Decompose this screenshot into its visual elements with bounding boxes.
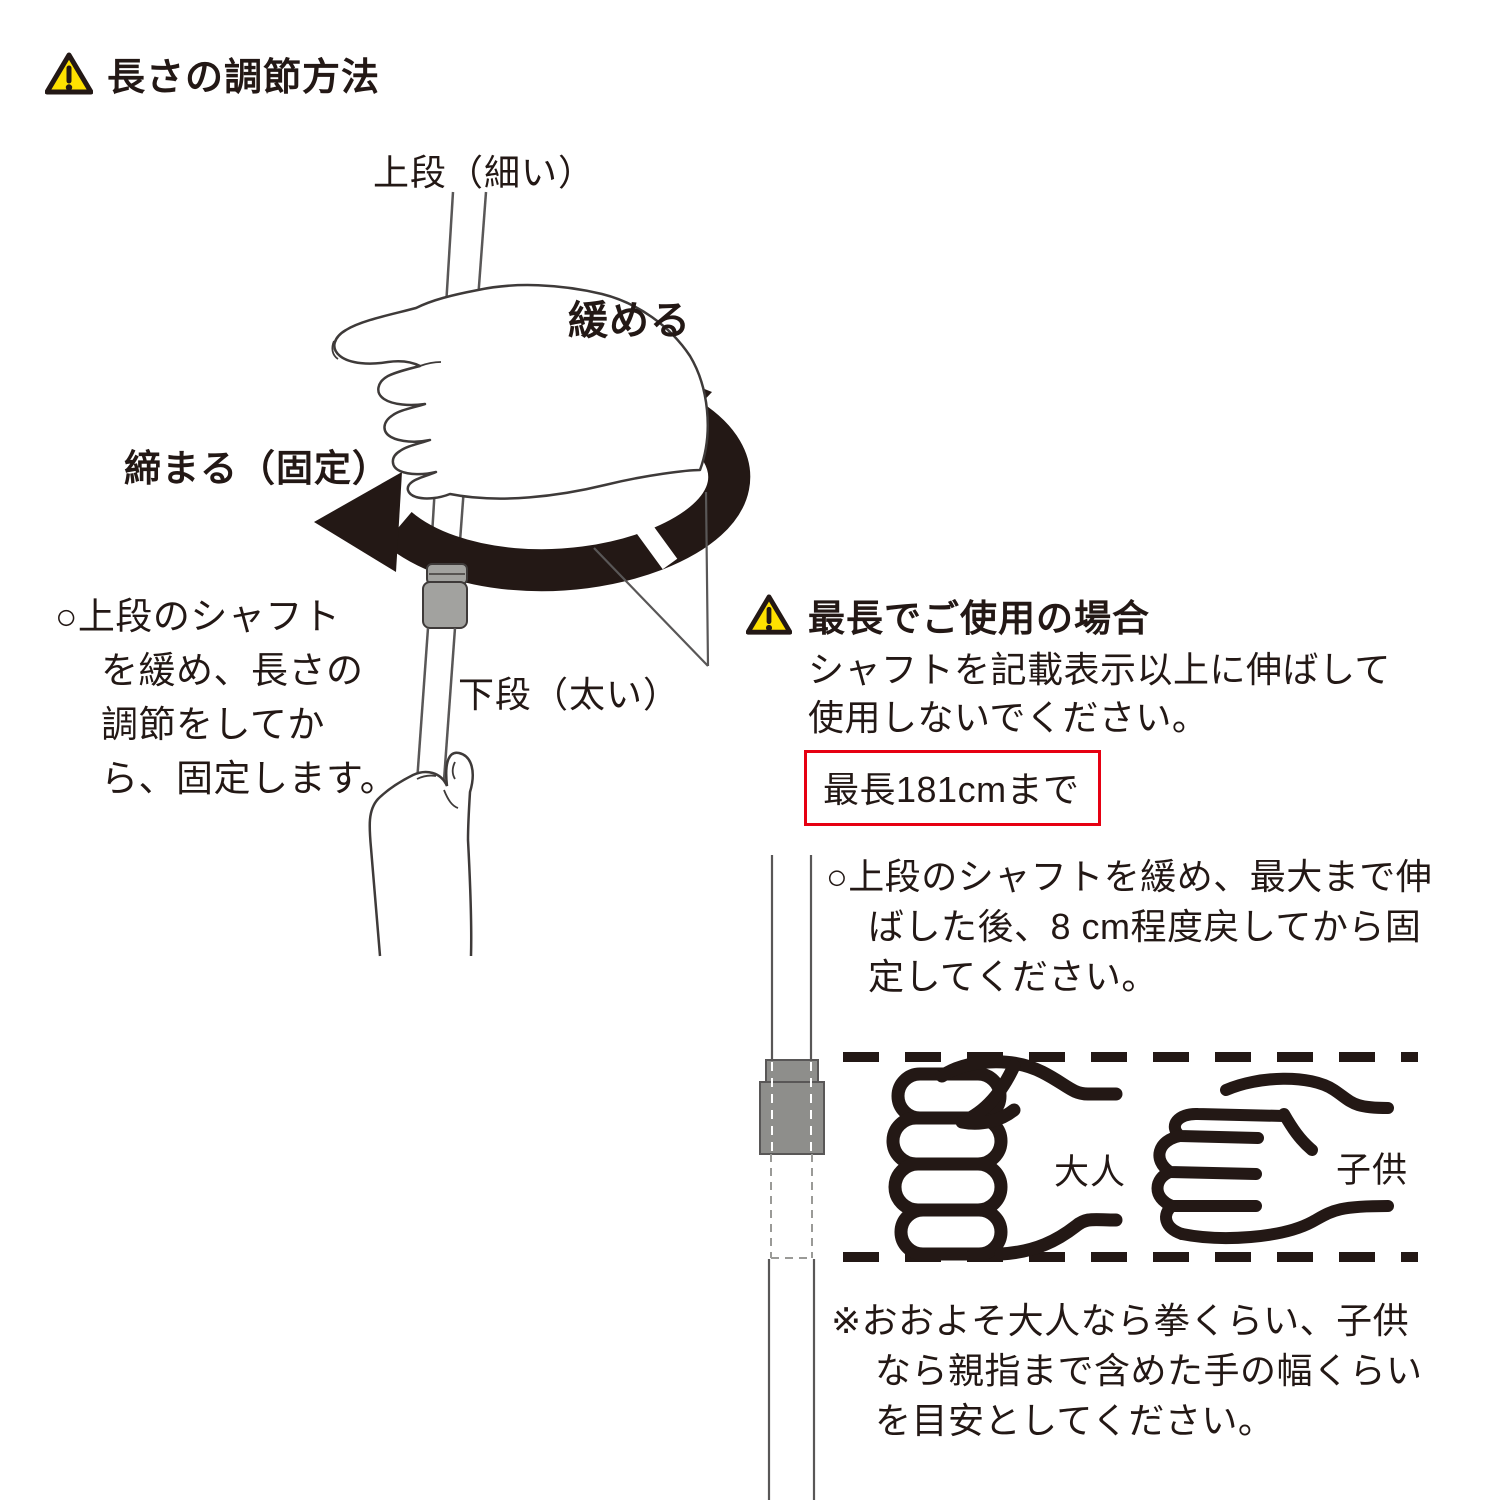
adjust-note-line: ら、固定します。	[101, 758, 398, 799]
page-title-row: 長さの調節方法	[45, 46, 380, 101]
adjust-note-line: ○上段のシャフト	[55, 596, 341, 637]
loosen-label: 緩める	[568, 299, 691, 343]
warning-icon	[746, 594, 792, 635]
hidden-shaft-dashed	[770, 1154, 813, 1259]
hand-width-note-line: ※おおよそ大人なら拳くらい、子供	[831, 1300, 1410, 1341]
extend-instruction: ○上段のシャフトを緩め、最大まで伸 ばした後、8 cm程度戻してから固 定してく…	[826, 852, 1432, 1002]
max-length-heading: 最長でご使用の場合	[808, 598, 1150, 639]
hand-width-note-line: なら親指まで含めた手の幅くらい	[875, 1350, 1423, 1391]
max-length-badge: 最長181cmまで	[804, 750, 1101, 826]
upper-shaft-label: 上段（細い）	[373, 152, 596, 193]
extend-instruction-line: ○上段のシャフトを緩め、最大まで伸	[826, 856, 1433, 897]
adjust-note-line: を緩め、長さの	[101, 650, 364, 691]
page-title: 長さの調節方法	[107, 57, 381, 99]
adult-label: 大人	[1054, 1153, 1127, 1192]
tighten-label: 締まる（固定）	[124, 448, 390, 489]
warning-icon	[45, 52, 93, 94]
max-length-body: シャフトを記載表示以上に伸ばして 使用しないでください。	[808, 646, 1391, 742]
adjust-note: ○上段のシャフト を緩め、長さの 調節をしてか ら、固定します。	[55, 590, 397, 806]
extend-instruction-line: 定してください。	[868, 956, 1158, 997]
shaft-connector	[759, 1059, 825, 1155]
shaft-twist-illustration	[314, 191, 751, 957]
extend-instruction-line: ばした後、8 cm程度戻してから固	[868, 906, 1422, 947]
hand-width-note-line: を目安としてください。	[875, 1400, 1275, 1441]
max-length-body-line: シャフトを記載表示以上に伸ばして	[808, 649, 1391, 690]
hand-width-note: ※おおよそ大人なら拳くらい、子供 なら親指まで含めた手の幅くらい を目安としてく…	[831, 1296, 1423, 1446]
adjust-note-line: 調節をしてか	[101, 704, 325, 745]
max-length-body-line: 使用しないでください。	[808, 697, 1209, 738]
lower-shaft-label: 下段（太い）	[458, 674, 681, 715]
child-label: 子供	[1336, 1151, 1409, 1190]
shaft-connector	[422, 563, 468, 629]
max-length-heading-row: 最長でご使用の場合	[746, 588, 1150, 642]
